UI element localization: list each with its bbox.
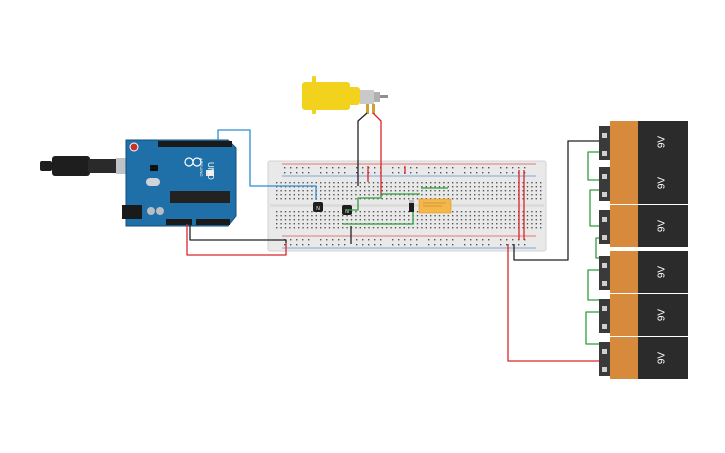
- wire-battery-red: [507, 244, 600, 362]
- battery-contact: [602, 367, 607, 372]
- battery-label: 9V: [657, 266, 668, 279]
- usb-cable-icon: [40, 156, 140, 176]
- wire-battery-black: [513, 140, 600, 261]
- transistor-1[interactable]: N: [313, 202, 323, 212]
- battery-label: 9V: [657, 177, 668, 190]
- battery-icon[interactable]: 9V: [599, 162, 688, 204]
- battery-body: [638, 121, 688, 163]
- battery-icon[interactable]: 9V: [599, 121, 688, 163]
- arduino-logo-icon: [184, 157, 202, 167]
- battery-contact: [602, 235, 607, 240]
- battery-body: [638, 337, 688, 379]
- wire-blue-signal: [217, 129, 317, 200]
- wire-motor-red: [372, 112, 382, 196]
- battery-icon[interactable]: 9V: [599, 337, 688, 379]
- battery-label: 9V: [657, 352, 668, 365]
- battery-body: [638, 251, 688, 293]
- battery-contact: [602, 133, 607, 138]
- wires: [186, 112, 602, 362]
- battery-terminal: [599, 256, 610, 290]
- transistor-2-label: N: [345, 209, 349, 215]
- battery-terminal: [599, 299, 610, 333]
- battery-terminal: [599, 210, 610, 244]
- transistor-1-label: N: [316, 206, 320, 212]
- battery-copper-band: [610, 162, 638, 204]
- battery-contact: [602, 174, 607, 179]
- battery-contact: [602, 217, 607, 222]
- battery-contact: [602, 324, 607, 329]
- battery-copper-band: [610, 121, 638, 163]
- wire-green-1: [346, 194, 382, 211]
- wire-series-4: [587, 269, 602, 301]
- battery-icon[interactable]: 9V: [599, 294, 688, 336]
- battery-label: 9V: [657, 309, 668, 322]
- breadboard[interactable]: [267, 160, 547, 252]
- battery-icon[interactable]: 9V: [599, 205, 688, 247]
- battery-stack: 9V 9V 9V 9V 9V 9V: [599, 121, 688, 379]
- reset-button[interactable]: [129, 142, 139, 152]
- battery-contact: [602, 151, 607, 156]
- battery-label: 9V: [657, 220, 668, 233]
- battery-body: [638, 162, 688, 204]
- battery-copper-band: [610, 294, 638, 336]
- board-brand-label: ARDUINO: [199, 158, 204, 176]
- battery-label: 9V: [657, 136, 668, 149]
- battery-icon[interactable]: 9V: [599, 251, 688, 293]
- wire-green-3: [343, 212, 414, 225]
- battery-contact: [602, 349, 607, 354]
- wire-series-2: [589, 189, 602, 227]
- battery-copper-band: [610, 251, 638, 293]
- wire-black-gnd: [189, 224, 287, 243]
- dc-motor-icon[interactable]: [302, 76, 388, 114]
- wire-series-1: [587, 151, 602, 181]
- battery-terminal: [599, 126, 610, 160]
- battery-body: [638, 205, 688, 247]
- diode-icon[interactable]: [409, 200, 414, 212]
- board-model-label: UNO: [206, 162, 215, 180]
- battery-contact: [602, 306, 607, 311]
- wire-red-5v: [186, 224, 287, 256]
- battery-copper-band: [610, 205, 638, 247]
- battery-copper-band: [610, 337, 638, 379]
- wire-series-5: [585, 311, 602, 345]
- battery-contact: [602, 263, 607, 268]
- battery-contact: [602, 192, 607, 197]
- battery-terminal: [599, 167, 610, 201]
- wire-motor-black: [357, 112, 368, 186]
- battery-contact: [602, 281, 607, 286]
- battery-terminal: [599, 342, 610, 376]
- battery-body: [638, 294, 688, 336]
- arduino-board[interactable]: UNO ARDUINO: [122, 139, 237, 227]
- relay-icon[interactable]: [418, 198, 452, 214]
